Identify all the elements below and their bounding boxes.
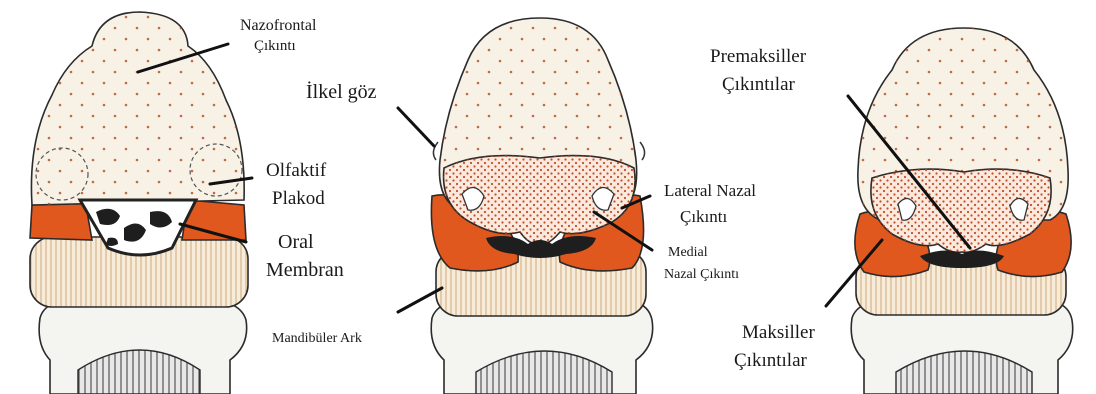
label-lateral-nazal-1: Lateral Nazal (664, 181, 756, 200)
label-maksiller-2: Çıkıntılar (734, 350, 808, 371)
label-oral-2: Membran (266, 259, 344, 281)
panel-early-stage (30, 12, 248, 394)
label-premaksiller-1: Premaksiller (710, 46, 807, 67)
label-medial-2: Nazal Çıkıntı (664, 267, 739, 282)
panel-late-stage (851, 28, 1073, 394)
label-olfaktif-2: Plakod (272, 188, 325, 209)
label-olfaktif-1: Olfaktif (266, 160, 327, 181)
label-mandibuler-ark: Mandibüler Ark (272, 331, 362, 346)
label-oral-1: Oral (278, 231, 314, 253)
label-maksiller-1: Maksiller (742, 322, 815, 343)
panel-middle-stage (431, 18, 652, 394)
label-ilkel-goz: İlkel göz (306, 80, 377, 103)
label-medial-1: Medial (668, 245, 708, 260)
label-nazofrontal-1: Nazofrontal (240, 17, 317, 34)
label-premaksiller-2: Çıkıntılar (722, 74, 796, 95)
label-nazofrontal-2: Çıkıntı (254, 38, 296, 54)
label-lateral-nazal-2: Çıkıntı (680, 207, 728, 226)
